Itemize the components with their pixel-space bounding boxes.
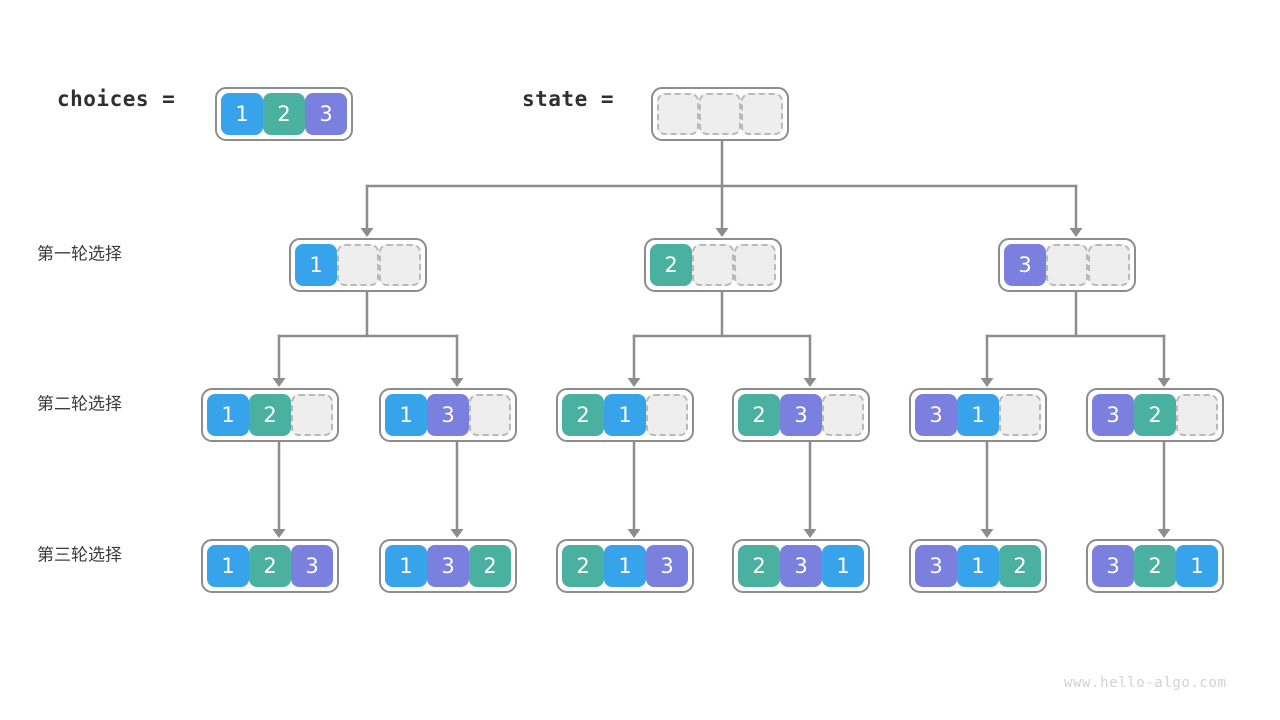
array-cell-empty (379, 244, 421, 286)
array-cell-value: 2 (738, 545, 780, 587)
array-cell-empty (822, 394, 864, 436)
array-cell-value: 3 (1004, 244, 1046, 286)
array-cell-value: 1 (295, 244, 337, 286)
array-cell-value: 3 (780, 545, 822, 587)
choices-label: choices = (57, 87, 176, 111)
tree-node-level1-2: 2 (644, 238, 782, 292)
array-cell-value: 3 (646, 545, 688, 587)
arrow-head (1157, 378, 1171, 387)
site-watermark: www.hello-algo.com (1064, 675, 1227, 691)
array-cell-value: 1 (207, 394, 249, 436)
array-cell-value: 3 (1092, 394, 1134, 436)
array-cell-value: 2 (999, 545, 1041, 587)
array-cell-value: 1 (957, 545, 999, 587)
array-cell-empty (741, 93, 783, 135)
array-cell-value: 3 (780, 394, 822, 436)
row-label-round-1: 第一轮选择 (37, 244, 122, 265)
state-label: state = (522, 87, 615, 111)
arrow-head (450, 529, 464, 538)
array-cell-value: 2 (249, 394, 291, 436)
array-cell-empty (469, 394, 511, 436)
tree-node-level1-3: 3 (998, 238, 1136, 292)
array-cell-value: 1 (207, 545, 249, 587)
arrow-head (715, 228, 729, 237)
array-cell-value: 2 (263, 93, 305, 135)
array-cell-empty (337, 244, 379, 286)
array-cell-value: 1 (221, 93, 263, 135)
array-cell-value: 1 (1176, 545, 1218, 587)
array-cell-value: 3 (291, 545, 333, 587)
arrow-head (1069, 228, 1083, 237)
array-cell-empty (291, 394, 333, 436)
array-cell-value: 3 (305, 93, 347, 135)
array-cell-value: 1 (604, 545, 646, 587)
state-array-node (651, 87, 789, 141)
array-cell-value: 3 (1092, 545, 1134, 587)
arrow-head (450, 378, 464, 387)
array-cell-empty (699, 93, 741, 135)
array-cell-value: 2 (562, 394, 604, 436)
array-cell-empty (734, 244, 776, 286)
arrow-head (360, 228, 374, 237)
arrow-head (1157, 529, 1171, 538)
array-cell-value: 2 (562, 545, 604, 587)
array-cell-empty (692, 244, 734, 286)
arrow-head (803, 378, 817, 387)
array-cell-value: 3 (915, 394, 957, 436)
array-cell-value: 1 (822, 545, 864, 587)
arrow-head (272, 529, 286, 538)
arrow-head (272, 378, 286, 387)
array-cell-value: 1 (957, 394, 999, 436)
array-cell-value: 2 (1134, 545, 1176, 587)
array-cell-value: 1 (385, 545, 427, 587)
array-cell-empty (646, 394, 688, 436)
row-label-round-3: 第三轮选择 (37, 545, 122, 566)
array-cell-empty (1088, 244, 1130, 286)
array-cell-value: 2 (1134, 394, 1176, 436)
array-cell-empty (999, 394, 1041, 436)
array-cell-empty (1046, 244, 1088, 286)
arrow-head (627, 529, 641, 538)
array-cell-value: 1 (385, 394, 427, 436)
row-label-round-2: 第二轮选择 (37, 394, 122, 415)
array-cell-value: 1 (604, 394, 646, 436)
array-cell-value: 2 (249, 545, 291, 587)
arrow-head (980, 529, 994, 538)
array-cell-value: 3 (915, 545, 957, 587)
arrow-head (627, 378, 641, 387)
arrow-head (803, 529, 817, 538)
array-cell-value: 2 (650, 244, 692, 286)
array-cell-empty (657, 93, 699, 135)
array-cell-value: 2 (738, 394, 780, 436)
tree-node-level1-1: 1 (289, 238, 427, 292)
arrow-head (980, 378, 994, 387)
array-cell-value: 3 (427, 394, 469, 436)
array-cell-empty (1176, 394, 1218, 436)
array-cell-value: 2 (469, 545, 511, 587)
array-cell-value: 3 (427, 545, 469, 587)
